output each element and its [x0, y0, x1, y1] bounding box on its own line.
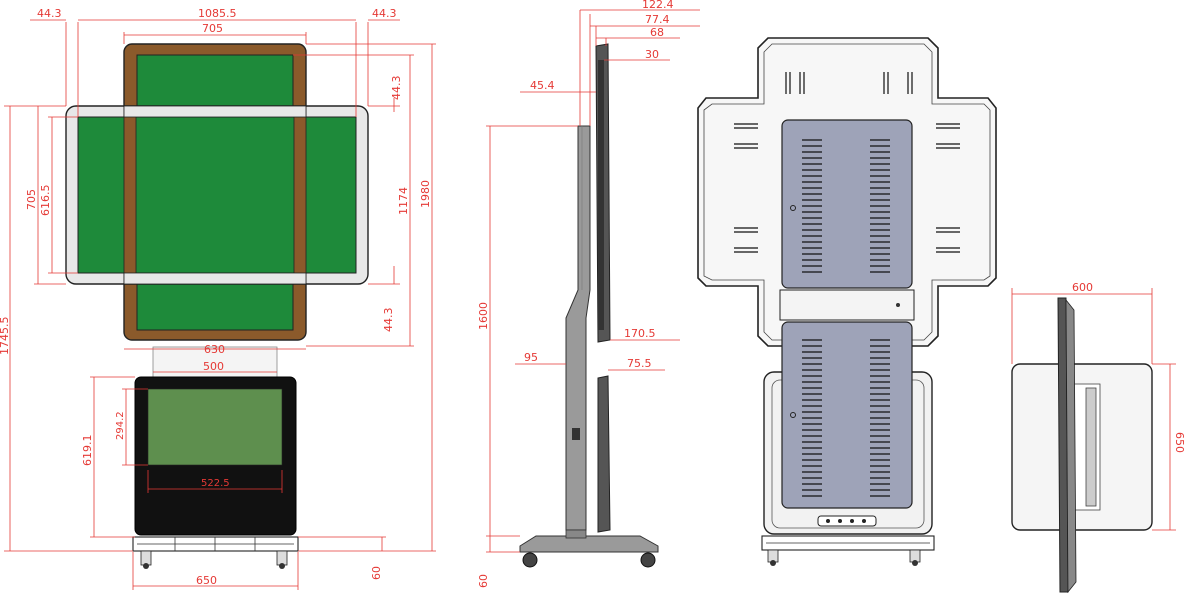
landscape-screen: [77, 116, 357, 274]
dim-705-left: 705: [25, 189, 38, 210]
side-view: [519, 43, 659, 568]
dim-44-3-right-top: 44.3: [390, 76, 403, 101]
back-vents: [734, 72, 960, 497]
dim-1600: 1600: [477, 302, 490, 330]
lower-screen: [147, 388, 283, 466]
dim-170-5: 170.5: [624, 327, 656, 340]
dim-616-5: 616.5: [39, 185, 52, 217]
dim-122-4: 122.4: [642, 0, 674, 11]
back-upper-panel: [781, 119, 913, 289]
side-pole: [565, 125, 591, 531]
dim-600-top: 600: [1072, 281, 1093, 294]
back-view: [697, 37, 997, 566]
top-dimensions: 600 650: [1011, 281, 1186, 531]
dim-1745-5: 1745.5: [0, 317, 11, 356]
dim-500: 500: [203, 360, 224, 373]
dim-1980: 1980: [419, 180, 432, 208]
side-lower-cabinet: [597, 375, 611, 533]
dim-1174: 1174: [397, 187, 410, 215]
front-view: [65, 43, 369, 569]
side-dimensions: 122.4 77.4 68 30 45.4 1600 170.5 95 75.5…: [477, 0, 700, 588]
dim-60-side: 60: [477, 574, 490, 588]
dim-95: 95: [524, 351, 538, 364]
dim-77-4: 77.4: [645, 13, 670, 26]
dim-650-front: 650: [196, 574, 217, 587]
dim-630: 630: [204, 343, 225, 356]
front-dimensions: 44.3 1085.5 44.3 705 705 616.5 1745.5 44…: [0, 7, 436, 590]
dim-650-top: 650: [1173, 432, 1186, 453]
dim-522-5: 522.5: [201, 478, 230, 489]
dim-44-3-right-bottom: 44.3: [382, 308, 395, 333]
side-base: [519, 535, 659, 553]
back-control-panel: [817, 515, 877, 527]
back-lower-panel: [781, 321, 913, 509]
dim-619-1: 619.1: [81, 435, 94, 467]
dim-44-3-top-left: 44.3: [37, 7, 62, 20]
dim-75-5: 75.5: [627, 357, 652, 370]
dim-45-4: 45.4: [530, 79, 555, 92]
back-mount-bracket: [779, 289, 915, 321]
dim-30: 30: [645, 48, 659, 61]
dim-68: 68: [650, 26, 664, 39]
dim-705-top: 705: [202, 22, 223, 35]
dim-60-front: 60: [370, 566, 383, 580]
dim-294-2: 294.2: [115, 411, 126, 440]
top-view: [1011, 297, 1153, 594]
dim-1085-5: 1085.5: [198, 7, 237, 20]
dim-44-3-top-right: 44.3: [372, 7, 397, 20]
